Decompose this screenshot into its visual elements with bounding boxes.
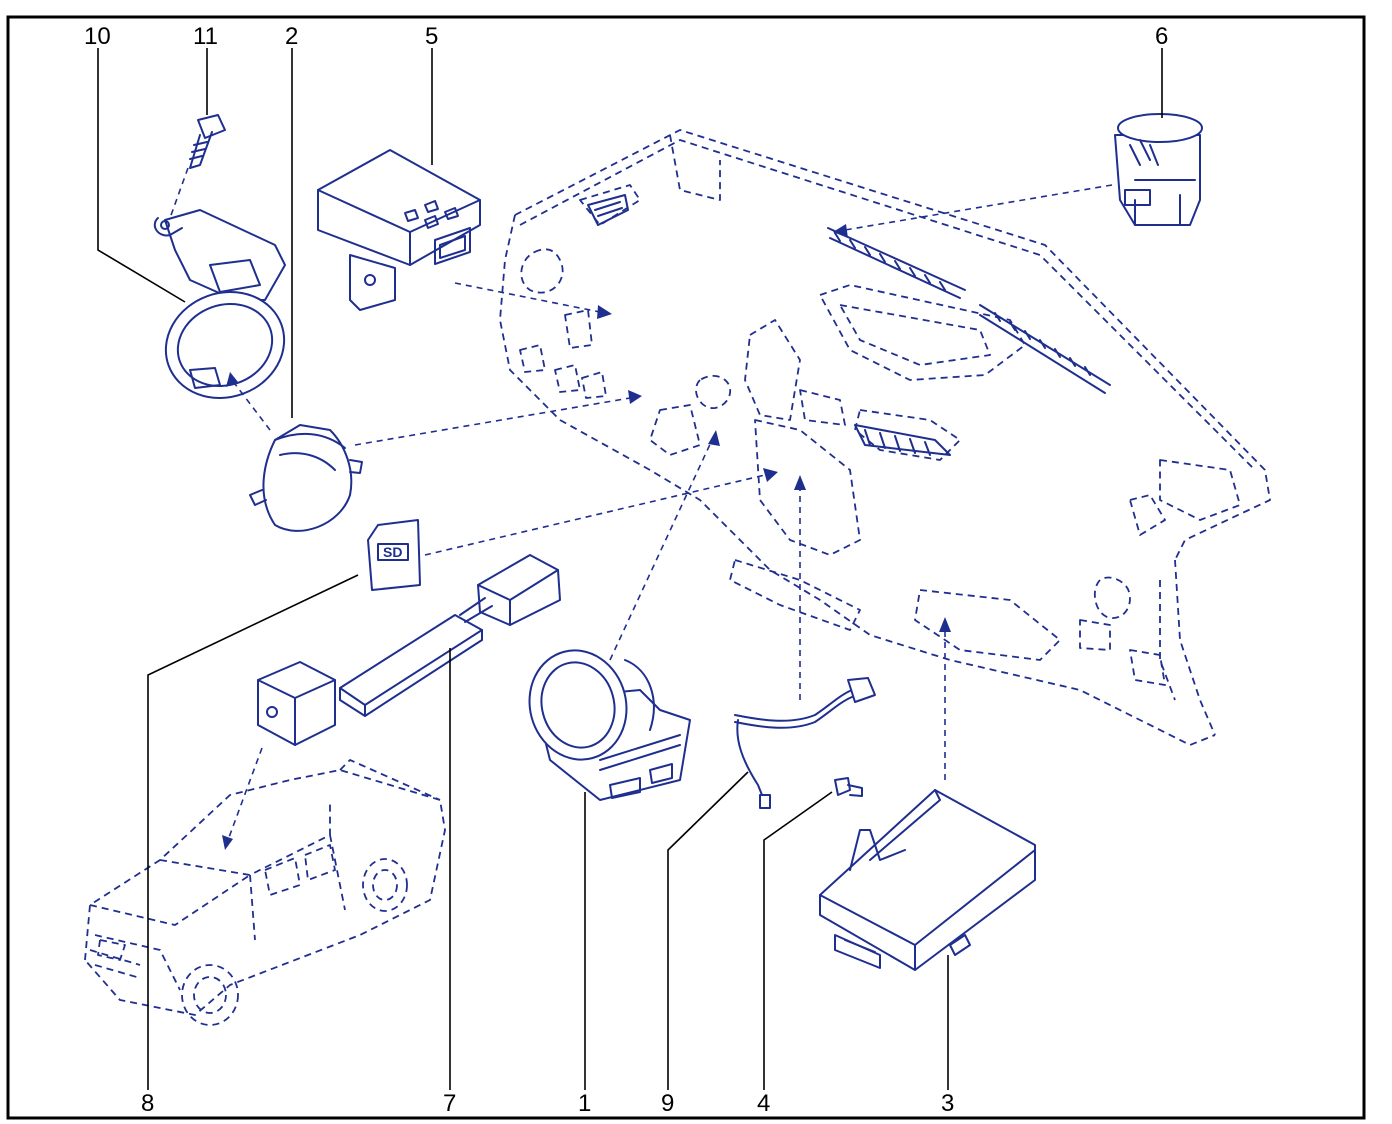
callout-numbers: 10 11 2 5 6 8 7 1 9 4 3 <box>84 23 1168 1117</box>
callout-1: 1 <box>578 1090 591 1117</box>
part-11-bolt <box>189 114 226 169</box>
pickup-truck-outline <box>84 759 446 1026</box>
part-6-switch <box>1114 113 1203 226</box>
part-9-cable <box>734 677 876 809</box>
callout-3: 3 <box>941 1090 954 1117</box>
callout-9: 9 <box>661 1090 674 1117</box>
part-10-receiver-ring <box>153 209 286 399</box>
diagram-frame <box>6 15 1366 1120</box>
part-4-screw <box>834 777 863 797</box>
callout-10: 10 <box>84 23 111 50</box>
callout-11: 11 <box>193 23 218 50</box>
callout-8: 8 <box>141 1090 154 1117</box>
part-7-antenna-harness <box>257 554 561 746</box>
part-2-ring-cover <box>249 424 363 532</box>
callout-4: 4 <box>757 1090 770 1117</box>
sd-card-label: SD <box>383 544 402 560</box>
part-8-sd-card: SD <box>367 519 421 591</box>
callout-6: 6 <box>1155 23 1168 50</box>
callout-2: 2 <box>285 23 298 50</box>
callout-leaders <box>97 48 1163 1090</box>
part-5-control-module <box>317 149 481 311</box>
callout-7: 7 <box>443 1090 456 1117</box>
part-3-control-unit <box>819 789 1036 971</box>
part-1-housing <box>528 649 691 801</box>
callout-5: 5 <box>425 23 438 50</box>
dashboard-vent-grille <box>587 194 1111 456</box>
dashboard-outline <box>499 129 1271 746</box>
assembly-guide-lines <box>169 167 1113 850</box>
